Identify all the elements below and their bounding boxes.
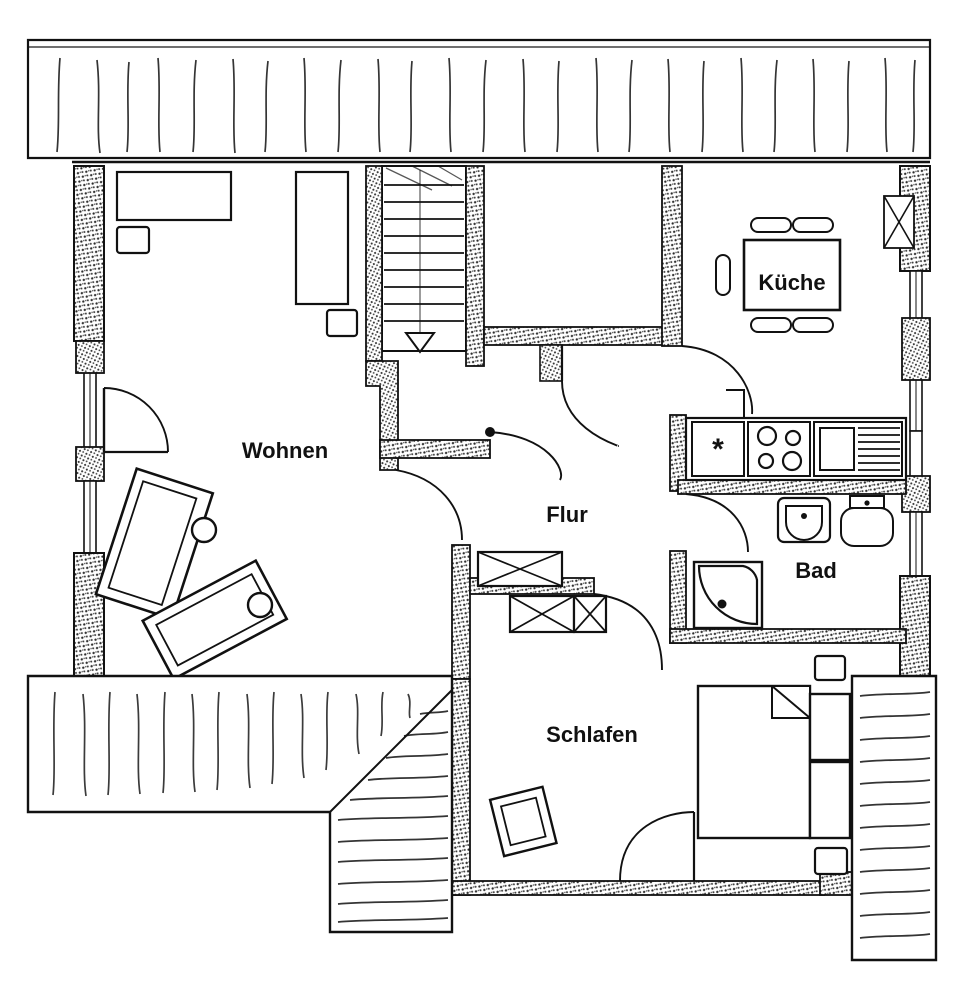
- wall-kitchen-south: [483, 326, 681, 346]
- exterior-walls: [72, 160, 931, 688]
- nightstand-bottom: [813, 846, 849, 876]
- balcony-bottom-left: [26, 674, 454, 934]
- wall-south: [451, 880, 825, 896]
- nightstand-top: [813, 654, 847, 682]
- wardrobe-lower: [808, 760, 852, 840]
- bed: [696, 684, 812, 840]
- wall-left: [73, 165, 105, 679]
- sofa-upper: [94, 466, 215, 621]
- door-hall-lower: [593, 593, 663, 671]
- wall-wohnen-flur-stub: [379, 439, 491, 459]
- hall-closets: [476, 550, 608, 634]
- living-shelf: [294, 170, 350, 306]
- dining-chairs: [715, 217, 834, 333]
- balcony-bl-hatch-vertical: [52, 691, 411, 797]
- balcony-top-hatch: [56, 57, 916, 154]
- stairs-down-arrow-icon: [404, 332, 436, 354]
- staircase: [365, 165, 485, 367]
- door-flur-west: [395, 469, 463, 541]
- washbasin: [776, 496, 832, 544]
- kitchen-fixtures: *: [684, 217, 908, 482]
- door-kitchen: [681, 345, 754, 415]
- wall-bath-south: [669, 628, 907, 644]
- balcony-br-hatch: [859, 691, 931, 939]
- wall-kitchen-bath-divider: [677, 479, 907, 495]
- stove: [747, 421, 811, 477]
- door-bedroom: [619, 811, 696, 882]
- drainboard-grooves-icon: [858, 427, 900, 471]
- room-label-flur: Flur: [546, 502, 588, 527]
- dining-table: [742, 238, 842, 312]
- living-stool-a: [115, 225, 151, 255]
- wall-schlafen-west: [451, 678, 471, 896]
- bathroom-fixtures: [692, 495, 894, 630]
- wall-door-jamb-kitchen: [539, 344, 563, 382]
- balcony-bottom-right: [850, 674, 938, 962]
- toilet: [840, 495, 894, 547]
- stove-burners-icon: [756, 425, 803, 472]
- wardrobe-upper: [808, 692, 852, 762]
- living-room-furniture: [94, 170, 359, 681]
- door-hall-left: [485, 427, 562, 481]
- room-label-wohnen: Wohnen: [242, 438, 328, 463]
- bedroom-armchair: [488, 785, 558, 858]
- closet-upper: [476, 550, 564, 588]
- living-cabinet-top: [115, 170, 233, 222]
- shower-drain-icon: [717, 599, 727, 609]
- room-label-bad: Bad: [795, 558, 837, 583]
- shower-tray: [692, 560, 764, 630]
- sink-basin: [819, 427, 855, 471]
- wall-kitchen-west: [661, 165, 683, 347]
- room-label-schlafen: Schlafen: [546, 722, 638, 747]
- window-top-right: [883, 195, 915, 249]
- closet-lower-b: [572, 594, 608, 634]
- door-hall-upper: [560, 345, 619, 447]
- fridge-appliance: [691, 421, 745, 477]
- counter-return: [726, 389, 745, 418]
- door-bath: [685, 493, 749, 553]
- living-stool-b: [325, 308, 359, 338]
- balcony-bl-hatch-horizontal: [337, 710, 449, 923]
- closet-lower-a: [508, 594, 576, 634]
- round-table-a: [190, 516, 218, 544]
- round-table-b: [246, 591, 274, 619]
- sofa-lower: [140, 558, 289, 681]
- room-label-kueche: Küche: [758, 270, 825, 295]
- door-living-left: [102, 387, 169, 454]
- balcony-top: [26, 38, 932, 160]
- appliance-asterisk-icon: *: [712, 433, 724, 466]
- bedroom-fixtures: [488, 654, 852, 876]
- doors: [102, 345, 754, 882]
- bed-pillow-fold-icon: [771, 685, 811, 719]
- wall-flur-west: [451, 544, 471, 680]
